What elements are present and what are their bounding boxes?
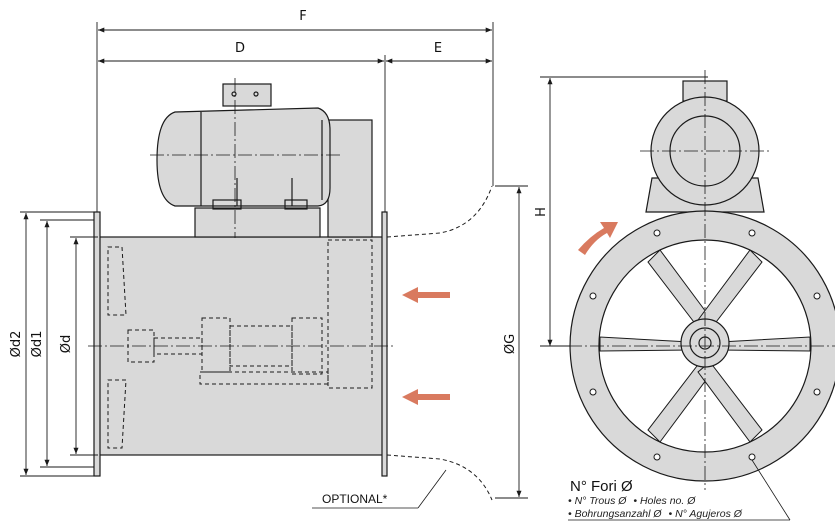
rotation-arrow [578,222,618,255]
dimension-d1: Ød1 [30,331,45,358]
dimension-F: F [299,9,306,24]
motor-base [194,207,321,238]
airflow-arrow-upper [402,287,450,303]
dimension-E: E [434,41,442,56]
dimension-d2: Ød2 [9,331,24,358]
flange-left [93,211,101,477]
motor-terminal-cap [222,83,272,107]
flange-ring [569,210,835,482]
side-view [88,78,493,501]
holes-note-es: • N° Agujeros Ø [669,508,743,520]
terminal-box [327,119,373,238]
holes-note-de: • Bohrungsanzahl Ø [568,508,662,520]
airflow-arrows [402,287,450,405]
motor-body [156,107,331,207]
holes-note-en: • Holes no. Ø [633,495,696,507]
front-view [569,80,835,482]
dimension-G: ØG [503,334,518,354]
impeller-blades [599,249,811,443]
optional-inlet-cone [386,185,493,238]
dimension-D: D [235,41,245,56]
flange-holes [589,229,821,461]
holes-note-fr: • N° Trous Ø [568,495,627,507]
flange-right [381,211,388,477]
airflow-arrow-lower [402,389,450,405]
dimension-H: H [534,207,549,217]
optional-callout [312,469,447,509]
holes-note-title: N° Fori Ø [570,478,633,495]
holes-note-line1: • N° Trous Ø • Holes no. Ø [568,495,696,507]
optional-label: OPTIONAL* [322,492,388,506]
dimension-d: Ød [59,335,74,353]
holes-note-line2: • Bohrungsanzahl Ø • N° Agujeros Ø [568,508,743,520]
